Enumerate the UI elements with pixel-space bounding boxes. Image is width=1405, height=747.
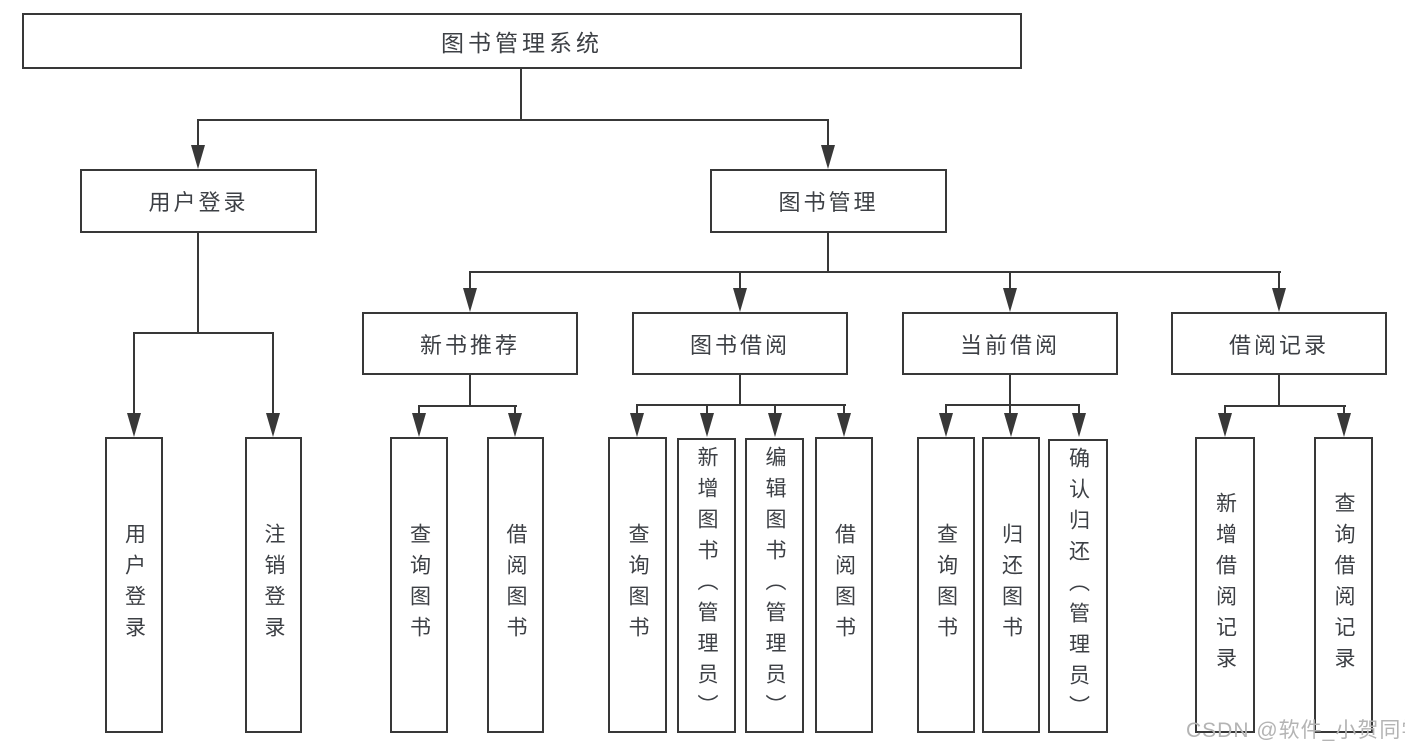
arrowhead-leaf-logout bbox=[266, 413, 280, 437]
connector-drop-new-book bbox=[469, 271, 471, 293]
connector-drop-book-borrowing bbox=[739, 271, 741, 293]
connector-borrowing-stem bbox=[739, 375, 741, 406]
connector-root-stem bbox=[520, 69, 522, 120]
node-current-borrowing: 当前借阅 bbox=[902, 312, 1118, 375]
connector-drop-add-record bbox=[1224, 405, 1226, 415]
leaf-query-book-recommend: 查询图书 bbox=[390, 437, 448, 733]
arrowhead-edit-book bbox=[768, 413, 782, 437]
connector-drop-query-c bbox=[945, 404, 947, 415]
connector-drop-borrowing-records bbox=[1278, 271, 1280, 293]
arrowhead-return-book bbox=[1004, 413, 1018, 437]
arrowhead-confirm-return bbox=[1072, 413, 1086, 437]
arrowhead-user-login bbox=[191, 145, 205, 169]
connector-root-rail bbox=[197, 119, 829, 121]
connector-drop-leaf-logout bbox=[272, 332, 274, 414]
node-book-borrowing: 图书借阅 bbox=[632, 312, 848, 375]
connector-drop-query-record bbox=[1343, 405, 1345, 415]
connector-current-rail bbox=[945, 404, 1080, 406]
connector-drop-leaf-user-login bbox=[133, 332, 135, 414]
arrowhead-borrowing-records bbox=[1272, 288, 1286, 312]
connector-newbook-rail bbox=[418, 405, 517, 407]
connector-drop-query-b bbox=[636, 404, 638, 415]
connector-bookmgmt-rail bbox=[469, 271, 1281, 273]
connector-records-rail bbox=[1224, 405, 1346, 407]
leaf-user-login: 用户登录 bbox=[105, 437, 163, 733]
connector-current-stem bbox=[1009, 375, 1011, 406]
arrowhead-query-record bbox=[1337, 413, 1351, 437]
leaf-borrow-book-borrowing: 借阅图书 bbox=[815, 437, 873, 733]
connector-drop-borrow-a bbox=[514, 405, 516, 415]
leaf-query-book-borrowing: 查询图书 bbox=[608, 437, 667, 733]
connector-drop-add-book bbox=[706, 404, 708, 415]
arrowhead-add-book bbox=[700, 413, 714, 437]
leaf-query-book-current: 查询图书 bbox=[917, 437, 975, 733]
arrowhead-book-borrowing bbox=[733, 288, 747, 312]
csdn-watermark: CSDN @软件_小贺同学 bbox=[1186, 719, 1405, 742]
arrowhead-book-management bbox=[821, 145, 835, 169]
connector-drop-confirm-return bbox=[1078, 404, 1080, 415]
connector-drop-book-management bbox=[827, 119, 829, 149]
arrowhead-borrow-book-a bbox=[508, 413, 522, 437]
connector-bookmgmt-stem bbox=[827, 233, 829, 273]
connector-drop-user-login bbox=[197, 119, 199, 149]
leaf-edit-book-admin: 编辑图书（管理员） bbox=[745, 438, 804, 733]
arrowhead-leaf-user-login bbox=[127, 413, 141, 437]
leaf-confirm-return-admin: 确认归还（管理员） bbox=[1048, 439, 1108, 733]
arrowhead-query-book-b bbox=[630, 413, 644, 437]
connector-userlogin-stem bbox=[197, 233, 199, 334]
leaf-add-borrow-record: 新增借阅记录 bbox=[1195, 437, 1255, 733]
leaf-return-book: 归还图书 bbox=[982, 437, 1040, 733]
connector-borrowing-rail bbox=[636, 404, 846, 406]
arrowhead-add-record bbox=[1218, 413, 1232, 437]
arrowhead-borrow-book-b bbox=[837, 413, 851, 437]
leaf-add-book-admin: 新增图书（管理员） bbox=[677, 438, 736, 733]
connector-drop-query-a bbox=[418, 405, 420, 415]
connector-drop-current-borrowing bbox=[1009, 271, 1011, 293]
node-book-management: 图书管理 bbox=[710, 169, 947, 233]
node-new-book-recommend: 新书推荐 bbox=[362, 312, 578, 375]
connector-userlogin-rail bbox=[133, 332, 274, 334]
arrowhead-query-book-c bbox=[939, 413, 953, 437]
connector-newbook-stem bbox=[469, 375, 471, 407]
leaf-borrow-book-recommend: 借阅图书 bbox=[487, 437, 544, 733]
node-user-login: 用户登录 bbox=[80, 169, 317, 233]
connector-records-stem bbox=[1278, 375, 1280, 407]
leaf-logout: 注销登录 bbox=[245, 437, 302, 733]
node-library-system: 图书管理系统 bbox=[22, 13, 1022, 69]
leaf-query-borrow-record: 查询借阅记录 bbox=[1314, 437, 1373, 733]
connector-drop-edit-book bbox=[774, 404, 776, 415]
connector-drop-borrow-b bbox=[843, 404, 845, 415]
connector-drop-return-book bbox=[1009, 404, 1011, 415]
arrowhead-new-book-recommend bbox=[463, 288, 477, 312]
arrowhead-query-book-a bbox=[412, 413, 426, 437]
arrowhead-current-borrowing bbox=[1003, 288, 1017, 312]
node-borrowing-records: 借阅记录 bbox=[1171, 312, 1387, 375]
